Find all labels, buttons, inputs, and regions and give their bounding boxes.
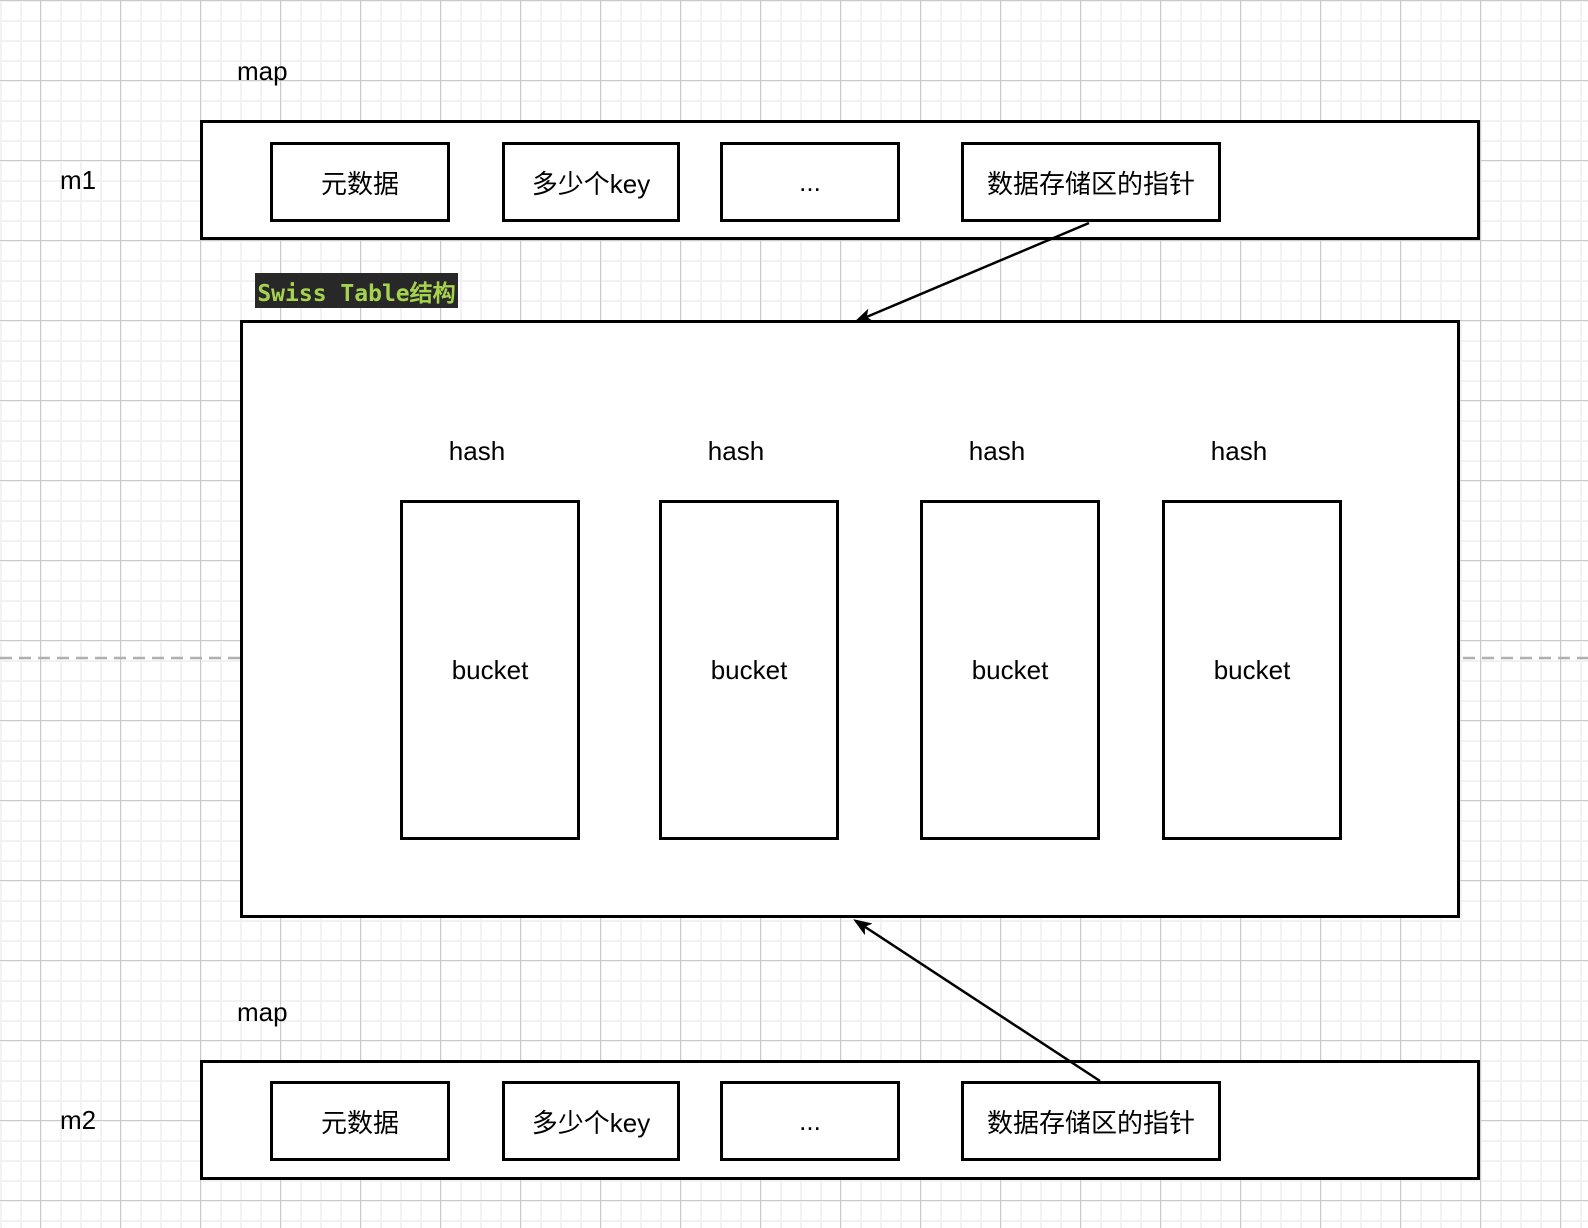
m2-map-title[interactable]: map: [237, 997, 288, 1027]
bucket-box-3[interactable]: bucket: [920, 500, 1100, 840]
hash-label-3[interactable]: hash: [968, 436, 1026, 466]
m2-field-data-pointer[interactable]: 数据存储区的指针: [961, 1081, 1221, 1161]
hash-label-4[interactable]: hash: [1210, 436, 1268, 466]
bucket-box-1[interactable]: bucket: [400, 500, 580, 840]
bucket-box-4[interactable]: bucket: [1162, 500, 1342, 840]
m1-field-ellipsis[interactable]: ...: [720, 142, 900, 222]
swiss-table-title[interactable]: Swiss Table结构: [255, 273, 458, 308]
m1-field-metadata[interactable]: 元数据: [270, 142, 450, 222]
pointer-arrow-m2-to-swiss-table[interactable]: [856, 921, 1101, 1083]
hash-label-1[interactable]: hash: [448, 436, 506, 466]
m1-variable-label[interactable]: m1: [60, 165, 97, 195]
m2-field-metadata[interactable]: 元数据: [270, 1081, 450, 1161]
m1-map-title[interactable]: map: [237, 56, 288, 86]
m2-field-ellipsis[interactable]: ...: [720, 1081, 900, 1161]
m1-field-data-pointer[interactable]: 数据存储区的指针: [961, 142, 1221, 222]
m1-field-key-count[interactable]: 多少个key: [502, 142, 680, 222]
hash-label-2[interactable]: hash: [707, 436, 765, 466]
m2-field-key-count[interactable]: 多少个key: [502, 1081, 680, 1161]
bucket-box-2[interactable]: bucket: [659, 500, 839, 840]
m2-variable-label[interactable]: m2: [60, 1105, 97, 1135]
